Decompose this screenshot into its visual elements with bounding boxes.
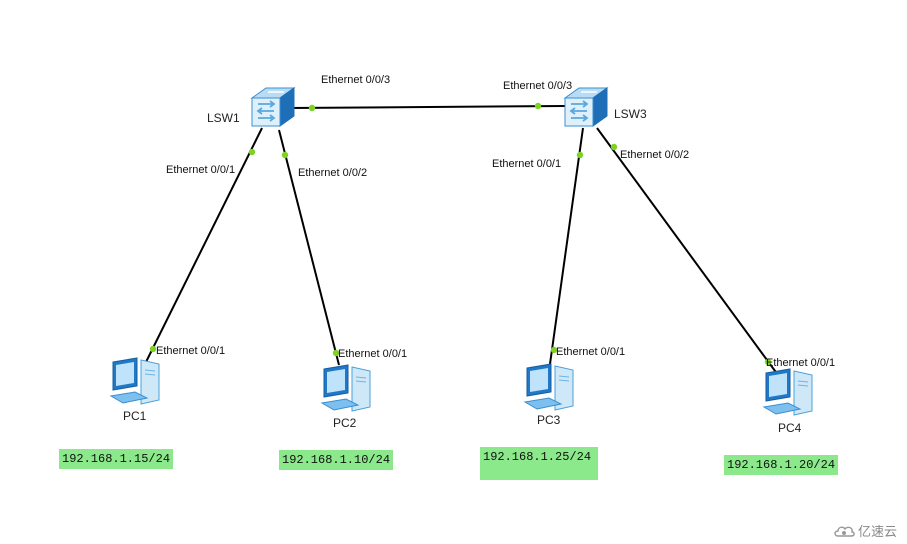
watermark: 亿速云 [833, 521, 897, 540]
port-label-lsw1-e1: Ethernet 0/0/1 [166, 164, 236, 176]
ip-label-pc4: 192.168.1.20/24 [724, 455, 839, 475]
switch-icon [250, 87, 296, 127]
device-label-lsw1: LSW1 [207, 111, 240, 125]
pc-pc1[interactable] [107, 356, 163, 413]
link-lsw1-pc2[interactable] [278, 129, 340, 366]
pc-icon [320, 364, 371, 412]
port-label-lsw1-e2: Ethernet 0/0/2 [298, 167, 368, 179]
port-dot [576, 151, 584, 159]
port-label-lsw3-e3: Ethernet 0/0/3 [503, 80, 573, 92]
port-label-lsw3-e1: Ethernet 0/0/1 [492, 158, 562, 170]
switch-icon [563, 87, 609, 127]
link-lsw3-pc4[interactable] [596, 127, 779, 376]
ip-label-pc1: 192.168.1.15/24 [59, 449, 174, 469]
port-dot [610, 143, 618, 151]
device-label-pc2: PC2 [333, 416, 357, 430]
switch-lsw3[interactable] [563, 86, 609, 135]
port-dot [764, 358, 772, 366]
port-dot [149, 345, 157, 353]
pc-icon [523, 363, 574, 411]
port-dot [550, 346, 558, 354]
port-label-pc2-e1: Ethernet 0/0/1 [338, 348, 408, 360]
pc-pc4[interactable] [760, 367, 816, 424]
pc-icon [109, 357, 160, 405]
device-label-pc4: PC4 [778, 421, 802, 435]
port-label-lsw3-e2: Ethernet 0/0/2 [620, 149, 690, 161]
device-label-lsw3: LSW3 [614, 107, 647, 121]
port-dot [248, 148, 256, 156]
link-lsw3-pc3[interactable] [549, 127, 584, 365]
port-label-lsw1-e3: Ethernet 0/0/3 [321, 74, 391, 86]
switch-lsw1[interactable] [250, 86, 296, 135]
port-label-pc4-e1: Ethernet 0/0/1 [766, 357, 836, 369]
port-dot [281, 151, 289, 159]
cloud-logo-icon [834, 526, 855, 537]
device-label-pc1: PC1 [123, 409, 147, 423]
pc-pc2[interactable] [318, 363, 374, 420]
port-dot [534, 102, 542, 110]
ip-label-pc3: 192.168.1.25/24 [480, 447, 598, 480]
port-label-pc1-e1: Ethernet 0/0/1 [156, 345, 226, 357]
port-dot [332, 349, 340, 357]
watermark-text: 亿速云 [857, 525, 897, 540]
ip-label-pc2: 192.168.1.10/24 [279, 450, 394, 470]
pc-pc3[interactable] [521, 362, 577, 419]
port-dot [308, 104, 316, 112]
device-label-pc3: PC3 [537, 413, 561, 427]
port-label-pc3-e1: Ethernet 0/0/1 [556, 346, 626, 358]
link-lsw1-pc1[interactable] [145, 127, 263, 363]
link-lsw1-lsw3[interactable] [289, 105, 566, 109]
pc-icon [762, 368, 813, 416]
